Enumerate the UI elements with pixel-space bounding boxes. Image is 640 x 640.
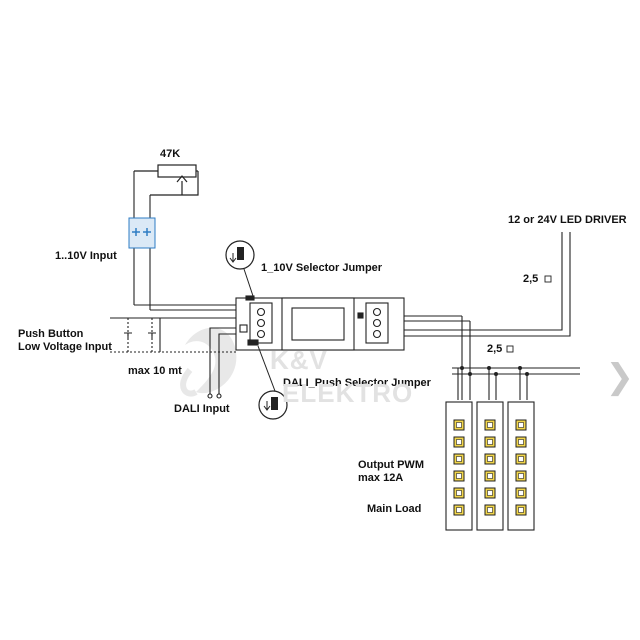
led-chip-core [456, 456, 462, 462]
driver-supply-wires [404, 232, 571, 337]
led-chip-core [456, 507, 462, 513]
dali-push-selector-label: DALI_Push Selector Jumper [283, 377, 431, 389]
led-chip-core [456, 439, 462, 445]
selector-1-10v-label: 1_10V Selector Jumper [261, 262, 383, 274]
wire-section-label-1: 2,5 [523, 273, 539, 285]
led-chip-core [487, 473, 493, 479]
led-chip-core [518, 490, 524, 496]
dali-input-wires [207, 327, 238, 399]
watermark-line1: K&V [270, 345, 328, 375]
driver-label: 12 or 24V LED DRIVER [508, 214, 627, 226]
output-max-label: max 12A [358, 472, 404, 484]
led-chip-core [518, 456, 524, 462]
low-voltage-input-label: Low Voltage Input [18, 341, 112, 353]
led-strips [445, 401, 535, 531]
next-chevron-icon[interactable]: ❯ [605, 357, 635, 397]
led-chip-core [456, 490, 462, 496]
led-chip-core [518, 422, 524, 428]
watermark-logo [180, 327, 237, 397]
push-button-label: Push Button [18, 328, 84, 340]
led-chip-core [487, 422, 493, 428]
led-chip-core [518, 507, 524, 513]
led-chip-core [487, 456, 493, 462]
dali-input-label: DALI Input [174, 403, 230, 415]
potentiometer-label: 47K [160, 148, 181, 160]
output-label: Output PWM [358, 459, 424, 471]
push-button-wiring [110, 317, 236, 353]
led-strip [507, 401, 535, 531]
max-distance-label: max 10 mt [128, 365, 182, 377]
led-chip-core [487, 490, 493, 496]
led-chip-core [518, 439, 524, 445]
led-chip-core [487, 507, 493, 513]
wire-junctions [460, 366, 529, 376]
led-strip [445, 401, 473, 531]
controller-module [235, 295, 405, 351]
output-wires [404, 315, 580, 400]
wire-section-label-2: 2,5 [487, 343, 503, 355]
main-load-label: Main Load [367, 503, 422, 515]
input-1-10v-label: 1..10V Input [55, 250, 117, 262]
led-strip [476, 401, 504, 531]
watermark-line2: ELEKTRO [282, 378, 414, 408]
jumper-dali-push-icon [258, 390, 288, 420]
led-chip-core [456, 473, 462, 479]
jumper-1-10v-icon [225, 240, 255, 270]
led-chip-core [456, 422, 462, 428]
led-chip-core [487, 439, 493, 445]
led-chip-core [518, 473, 524, 479]
potentiometer-symbol [134, 164, 199, 196]
input-1-10v-block [128, 217, 156, 249]
